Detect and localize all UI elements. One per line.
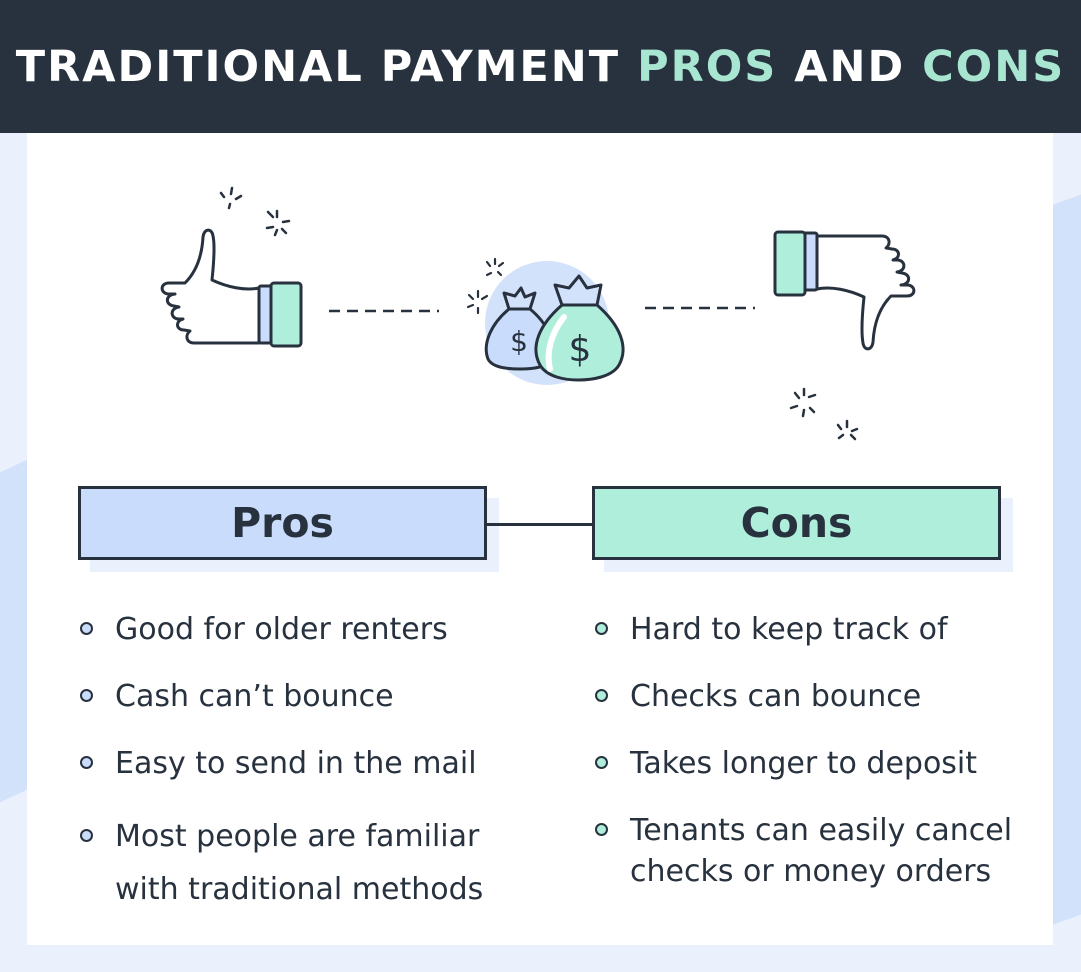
pros-item-text: Most people are familiar with traditiona… [115,819,484,907]
bullet-icon [80,756,93,769]
title-accent-pros: PROS [637,41,778,92]
cons-heading: Cons [592,486,1001,560]
bullet-icon [595,622,608,635]
cons-list-item: Tenants can easily cancel checks or mone… [590,810,1020,892]
cons-list-item: Takes longer to deposit [590,743,1020,784]
heading-connector-line [487,523,592,526]
cons-list-item: Hard to keep track of [590,609,1020,650]
illustration: $ $ [160,186,916,441]
pros-list-item: Most people are familiar with traditiona… [75,810,495,916]
page-title: TRADITIONAL PAYMENT PROS AND CONS [16,42,1065,92]
header-banner: TRADITIONAL PAYMENT PROS AND CONS [0,0,1081,133]
bullet-icon [595,823,608,836]
pros-heading: Pros [78,486,487,560]
bullet-icon [80,689,93,702]
cons-heading-label: Cons [740,499,853,547]
pros-item-text: Easy to send in the mail [115,746,477,781]
title-part-1: TRADITIONAL PAYMENT [15,41,638,92]
pros-item-text: Cash can’t bounce [115,679,394,714]
cons-item-text: Tenants can easily cancel checks or mone… [630,813,1013,889]
pros-list: Good for older renters Cash can’t bounce… [75,609,495,942]
bullet-icon [595,689,608,702]
cons-item-text: Checks can bounce [630,679,922,714]
title-accent-cons: CONS [922,41,1066,92]
bullet-icon [80,622,93,635]
svg-text:$: $ [510,325,528,358]
thumbs-down-icon [773,230,916,441]
thumbs-up-icon [160,186,303,348]
pros-item-text: Good for older renters [115,612,448,647]
pros-list-item: Easy to send in the mail [75,743,495,784]
bullet-icon [595,756,608,769]
pros-heading-label: Pros [231,499,334,547]
cons-list-item: Checks can bounce [590,676,1020,717]
title-part-2: AND [777,41,923,92]
pros-list-item: Good for older renters [75,609,495,650]
cons-item-text: Takes longer to deposit [630,746,978,781]
content-card: $ $ [27,133,1053,945]
svg-text:$: $ [569,329,592,370]
pros-list-item: Cash can’t bounce [75,676,495,717]
bullet-icon [80,829,93,842]
money-bags-icon: $ $ [466,257,625,385]
cons-item-text: Hard to keep track of [630,612,948,647]
cons-list: Hard to keep track of Checks can bounce … [590,609,1020,918]
